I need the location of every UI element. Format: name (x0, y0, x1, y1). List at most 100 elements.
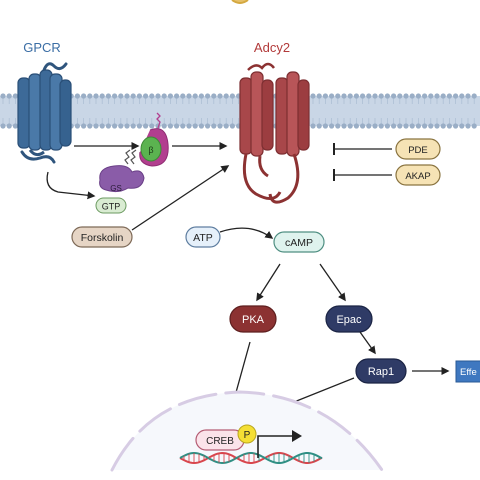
lipid-head (87, 93, 93, 99)
effector-node (455, 360, 480, 383)
lipid-head (161, 123, 167, 129)
lipid-head (446, 93, 452, 99)
camp-label: cAMP (285, 237, 313, 249)
lipid-head (198, 93, 204, 99)
lipid-head (316, 93, 322, 99)
gs-alpha-icon: GS GTP (95, 149, 145, 214)
dna-strand (179, 452, 323, 465)
lipid-head (415, 93, 421, 99)
lipid-head (378, 123, 384, 129)
pka-node (229, 305, 277, 333)
lipid-head (341, 123, 347, 129)
lipid-head (335, 93, 341, 99)
lipid-head (428, 123, 434, 129)
lipid-head (440, 123, 446, 129)
lipid-head (143, 123, 149, 129)
lipid-head (322, 93, 328, 99)
lipid-head (459, 123, 465, 129)
lipid-head (74, 93, 80, 99)
lipid-head (112, 93, 118, 99)
forskolin-label: Forskolin (81, 232, 124, 244)
lipid-head (81, 93, 87, 99)
lipid-head (397, 93, 403, 99)
lipid-head (316, 123, 322, 129)
lipid-head (453, 93, 459, 99)
lipid-head (471, 123, 477, 129)
lipid-head (341, 93, 347, 99)
lipid-head (372, 93, 378, 99)
lipid-head (12, 93, 18, 99)
phospho-label: P (244, 430, 251, 441)
lipid-head (105, 93, 111, 99)
lipid-head (149, 123, 155, 129)
lipid-head (434, 93, 440, 99)
atp-node (185, 226, 221, 248)
lipid-head (415, 123, 421, 129)
creb-label: CREB (206, 436, 234, 447)
lipid-head (211, 93, 217, 99)
lipid-head (378, 93, 384, 99)
lipid-head (167, 123, 173, 129)
lipid-head (136, 93, 142, 99)
lipid-head (143, 93, 149, 99)
lipid-head (322, 123, 328, 129)
lipid-head (130, 123, 136, 129)
lipid-head (112, 123, 118, 129)
lipid-head (366, 123, 372, 129)
lipid-head (440, 93, 446, 99)
lipid-head (0, 123, 6, 129)
lipid-head (87, 123, 93, 129)
effector-label: Effe (460, 367, 477, 378)
lipid-head (180, 93, 186, 99)
arrow-gpcr-to-gs (46, 171, 96, 200)
lipid-head (310, 93, 316, 99)
lipid-head (465, 123, 471, 129)
dna-strand (179, 451, 323, 464)
lipid-head (124, 93, 130, 99)
gtp-label: GTP (102, 202, 121, 212)
rap1-node (355, 358, 407, 384)
lipid-head (118, 123, 124, 129)
lipid-head (347, 123, 353, 129)
lipid-head (471, 93, 477, 99)
lipid-head (434, 123, 440, 129)
lipid-head (229, 123, 235, 129)
lipid-head (205, 93, 211, 99)
lipid-head (360, 123, 366, 129)
lipid-head (422, 93, 428, 99)
epac-label: Epac (336, 314, 362, 326)
lipid-head (366, 93, 372, 99)
arrow-epac-to-rap1 (359, 331, 376, 355)
lipid-head (428, 93, 434, 99)
arrow-atp-to-camp (219, 227, 274, 239)
lipid-head (6, 123, 12, 129)
lipid-head (130, 93, 136, 99)
lipid-head (211, 123, 217, 129)
arrow-camp-to-epac (319, 263, 346, 302)
lipid-head (384, 93, 390, 99)
lipid-head (335, 123, 341, 129)
transcription-arrowhead (292, 430, 302, 442)
lipid-head (329, 93, 335, 99)
camp-node (273, 231, 325, 253)
forskolin-node (71, 226, 133, 248)
lipid-head (174, 93, 180, 99)
lipid-head (459, 93, 465, 99)
lipid-head (223, 123, 229, 129)
lipid-head (136, 123, 142, 129)
lipid-head (453, 123, 459, 129)
lipid-head (155, 93, 161, 99)
akap-label: AKAP (405, 171, 430, 182)
akap-node (395, 164, 441, 186)
lipid-head (409, 123, 415, 129)
lipid-head (403, 123, 409, 129)
rap1-label: Rap1 (368, 366, 394, 378)
dna-helix-icon (179, 451, 323, 465)
lipid-head (465, 93, 471, 99)
lipid-head (391, 123, 397, 129)
lipid-head (105, 123, 111, 129)
lipid-head (167, 93, 173, 99)
g-protein-icon: β γ (139, 112, 169, 167)
lipid-head (217, 123, 223, 129)
arrow-forskolin-to-adcy2 (131, 165, 230, 231)
